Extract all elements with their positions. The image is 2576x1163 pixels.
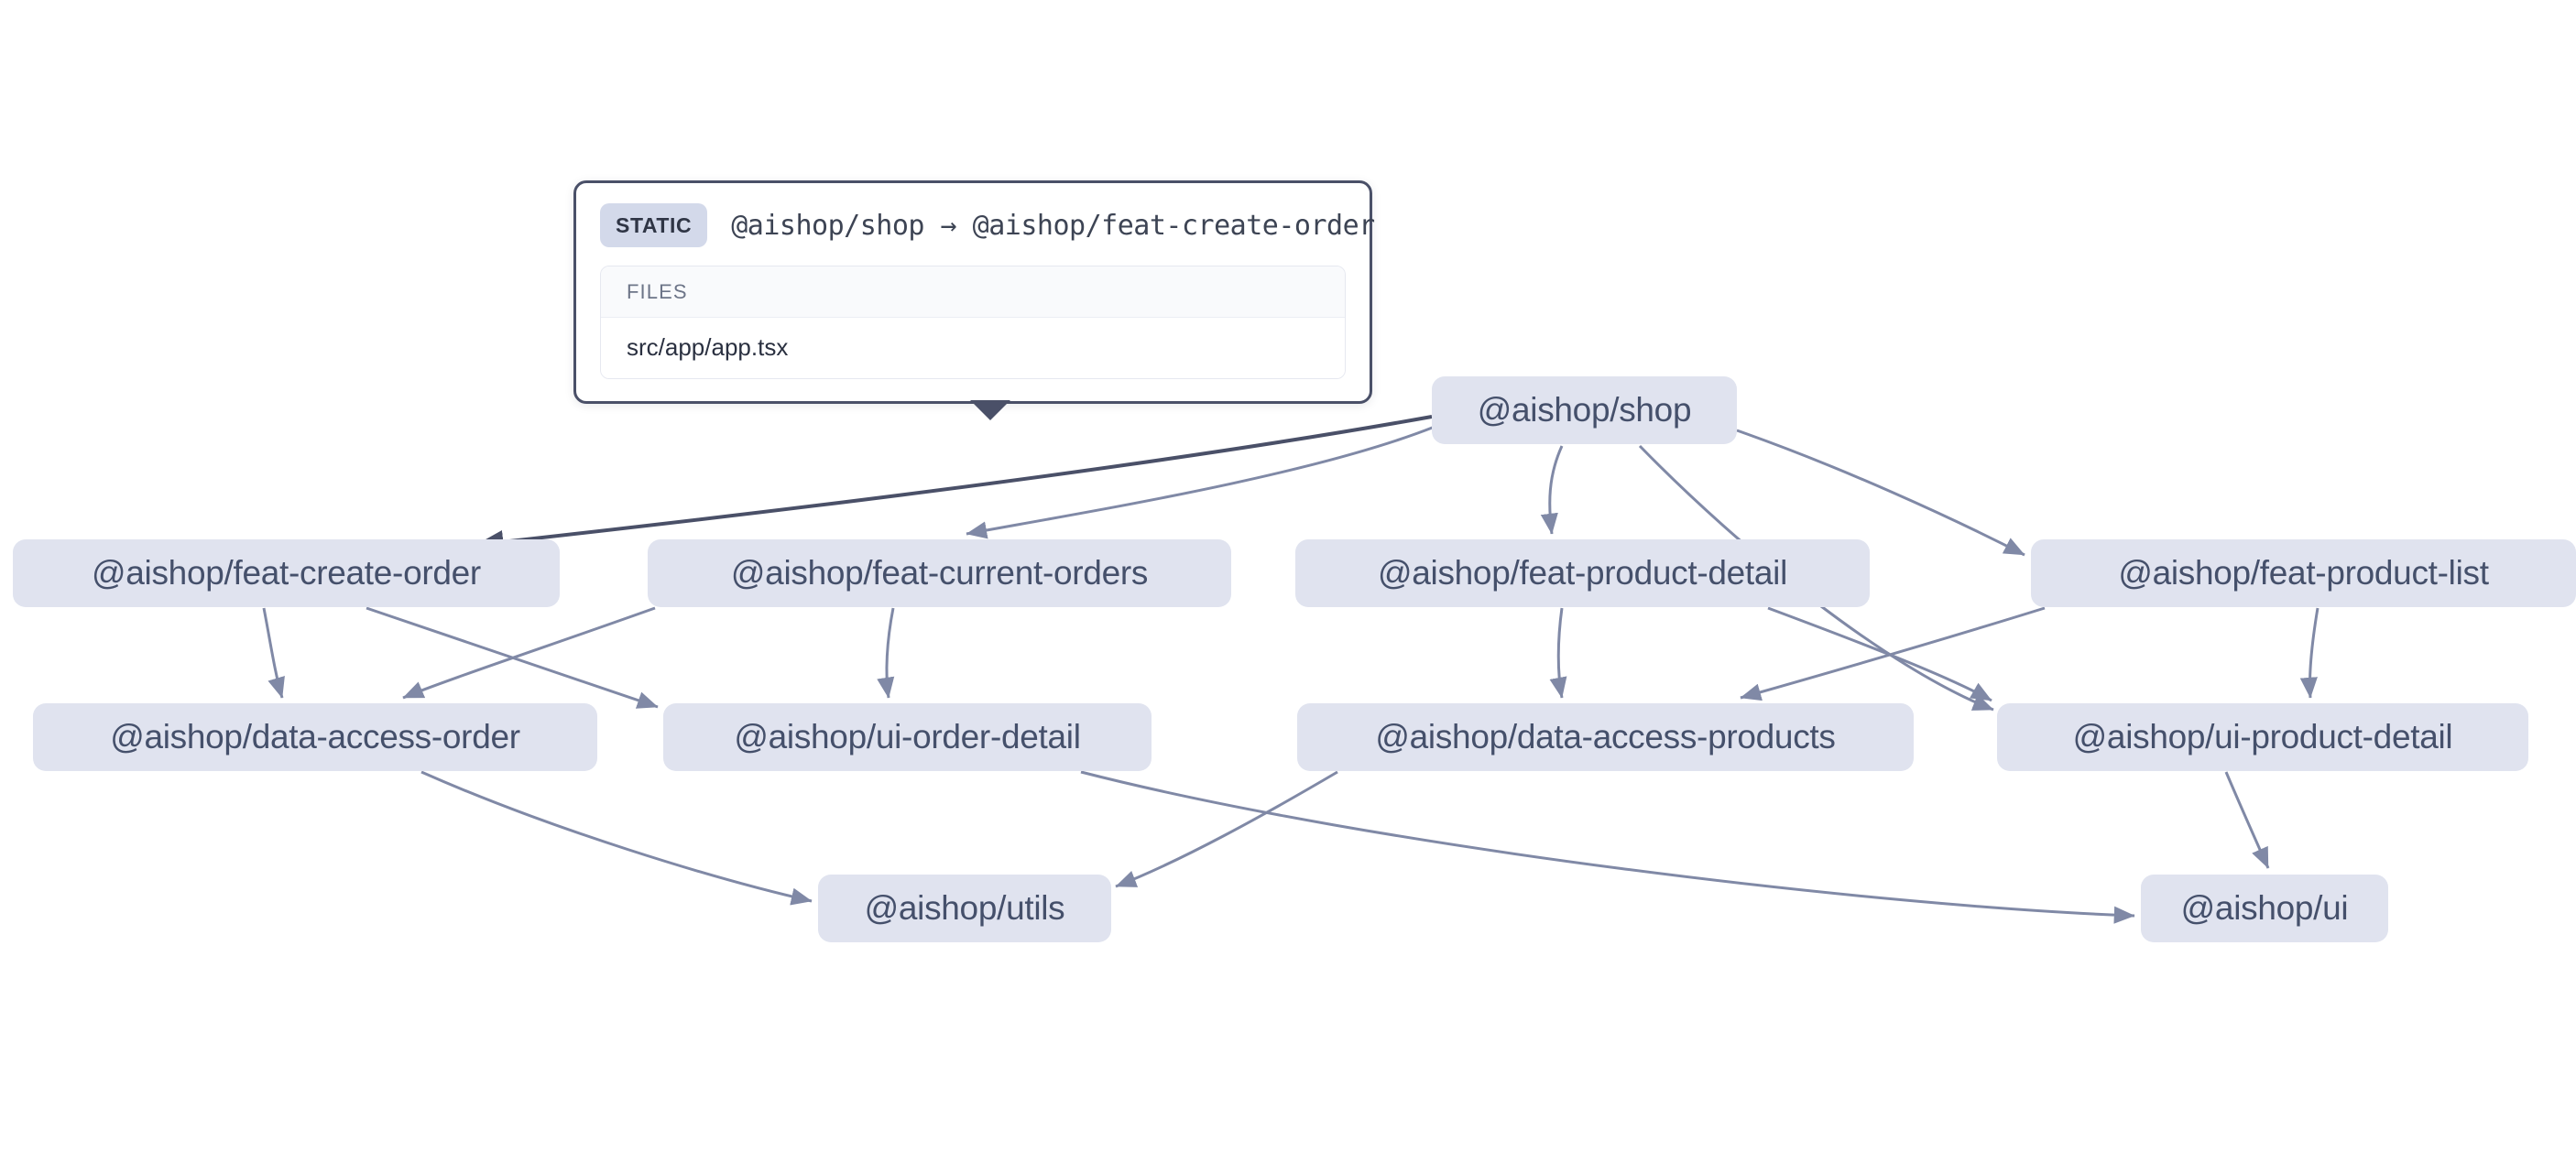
file-list-item[interactable]: src/app/app.tsx xyxy=(601,318,1345,378)
graph-node-ui[interactable]: @aishop/ui xyxy=(2141,875,2388,942)
graph-node-data-access-products[interactable]: @aishop/data-access-products xyxy=(1297,703,1914,771)
edge-feat-product-list-data-access-products xyxy=(1740,606,2046,701)
graph-node-ui-product-detail[interactable]: @aishop/ui-product-detail xyxy=(1997,703,2528,771)
edge-feat-product-list-ui-product-detail xyxy=(2299,607,2319,699)
files-section-header: FILES xyxy=(601,266,1345,318)
graph-node-label: @aishop/utils xyxy=(864,889,1065,927)
edge-feat-product-detail-data-access-products xyxy=(1549,607,1567,699)
edge-feat-product-detail-ui-product-detail xyxy=(1767,606,1992,702)
edge-feat-current-orders-ui-order-detail xyxy=(877,607,895,699)
graph-node-label: @aishop/shop xyxy=(1477,391,1692,429)
edge-shop-feat-product-list xyxy=(1736,429,2025,557)
edge-data-access-products-utils xyxy=(1115,770,1338,888)
edge-shop-feat-product-detail xyxy=(1540,445,1564,535)
graph-node-label: @aishop/feat-product-detail xyxy=(1378,554,1787,592)
edge-shop-feat-current-orders xyxy=(966,425,1435,539)
graph-node-label: @aishop/feat-current-orders xyxy=(730,554,1149,592)
edge-feat-create-order-data-access-order xyxy=(262,607,285,699)
graph-node-data-access-order[interactable]: @aishop/data-access-order xyxy=(33,703,597,771)
edge-tooltip-title: @aishop/shop → @aishop/feat-create-order xyxy=(731,209,1375,242)
graph-node-feat-current-orders[interactable]: @aishop/feat-current-orders xyxy=(648,539,1231,607)
graph-node-label: @aishop/ui-order-detail xyxy=(734,718,1081,755)
graph-node-label: @aishop/feat-create-order xyxy=(92,554,481,592)
edge-ui-product-detail-ui xyxy=(2224,771,2270,869)
edge-data-access-order-utils xyxy=(420,770,813,906)
graph-node-label: @aishop/ui-product-detail xyxy=(2072,718,2453,755)
graph-node-ui-order-detail[interactable]: @aishop/ui-order-detail xyxy=(663,703,1152,771)
graph-node-utils[interactable]: @aishop/utils xyxy=(818,875,1111,942)
edge-tooltip-header: STATIC @aishop/shop → @aishop/feat-creat… xyxy=(600,203,1375,247)
graph-node-label: @aishop/data-access-order xyxy=(110,718,520,755)
edge-ui-order-detail-ui xyxy=(1080,770,2135,924)
tooltip-pointer-icon xyxy=(970,400,1010,420)
graph-node-feat-product-list[interactable]: @aishop/feat-product-list xyxy=(2031,539,2576,607)
edge-tooltip-files-panel: FILES src/app/app.tsx xyxy=(600,266,1346,379)
graph-node-feat-create-order[interactable]: @aishop/feat-create-order xyxy=(13,539,560,607)
graph-node-label: @aishop/data-access-products xyxy=(1375,718,1836,755)
edge-feat-current-orders-data-access-order xyxy=(402,606,656,700)
dependency-type-badge: STATIC xyxy=(600,203,708,247)
edge-feat-create-order-ui-order-detail xyxy=(366,606,659,709)
graph-node-label: @aishop/ui xyxy=(2180,889,2349,927)
edge-shop-feat-create-order-highlighted xyxy=(475,415,1433,554)
edge-tooltip-card[interactable]: STATIC @aishop/shop → @aishop/feat-creat… xyxy=(573,180,1375,420)
graph-node-shop[interactable]: @aishop/shop xyxy=(1432,376,1737,444)
graph-node-label: @aishop/feat-product-list xyxy=(2118,554,2489,592)
graph-node-feat-product-detail[interactable]: @aishop/feat-product-detail xyxy=(1295,539,1870,607)
